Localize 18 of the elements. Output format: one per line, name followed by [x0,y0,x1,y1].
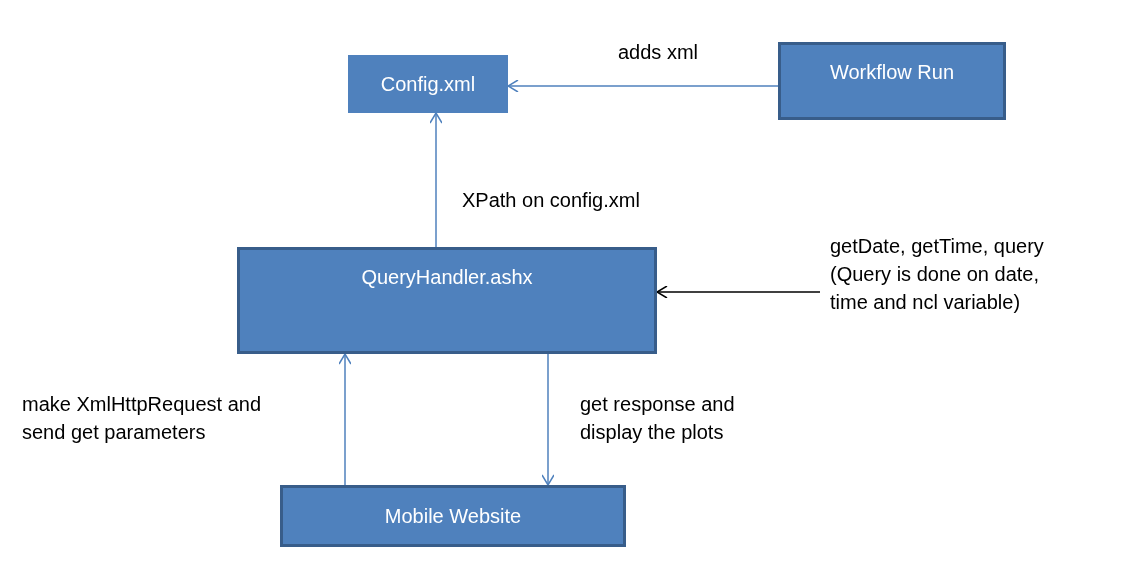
arrow [541,353,555,486]
edge-label: getDate, getTime, query (Query is done on date, time and ncl variable) [830,234,1045,315]
process-box [778,42,1006,120]
edge-label: adds xml [618,40,700,65]
box-label: Config.xml [380,72,476,97]
edge-label: XPath on config.xml [462,188,641,213]
process-box [280,485,626,547]
process-box [348,55,508,113]
box-label: Mobile Website [384,504,522,529]
process-box [237,247,657,354]
arrow [656,285,821,299]
box-label: Workflow Run [829,60,955,85]
edge-label: get response and display the plots [580,392,736,445]
arrow [507,79,779,93]
edge-label: make XmlHttpRequest and send get parameters [22,392,262,445]
arrow [338,353,352,486]
box-label: QueryHandler.ashx [361,265,533,290]
arrow [429,112,443,248]
